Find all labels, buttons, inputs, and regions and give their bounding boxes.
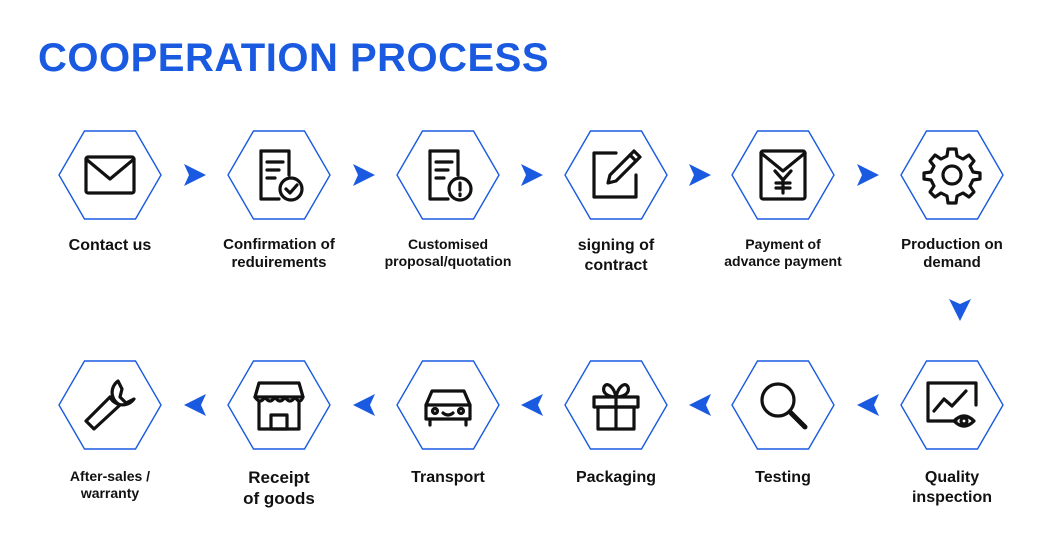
hexagon-frame [227,360,331,450]
arrow-down-icon [945,295,975,325]
step-label: Transport [411,469,485,486]
arrow-left-icon [349,390,379,420]
step-label: After-sales / warranty [69,468,151,502]
step-label: Quality inspection [911,469,992,506]
step-label: Payment of advance payment [724,236,842,270]
arrow-right-icon [517,160,547,190]
magnifier-icon [753,375,813,435]
step-label: Receipt of goods [243,468,315,508]
step-label: Confirmation of reduirements [223,236,335,272]
gift-box-icon [586,375,646,435]
wrench-icon [80,375,140,435]
hexagon-frame [731,130,835,220]
document-alert-icon [418,145,478,205]
arrow-right-icon [853,160,883,190]
hexagon-frame [900,130,1004,220]
hexagon-frame [564,130,668,220]
hexagon-frame [396,360,500,450]
hexagon-frame [731,360,835,450]
page-title: COOPERATION PROCESS [38,36,550,80]
car-icon [418,375,478,435]
monitor-eye-icon [922,375,982,435]
step-label: signing of contract [577,237,655,274]
arrow-left-icon [685,390,715,420]
envelope-icon [80,145,140,205]
storefront-icon [249,375,309,435]
hexagon-frame [396,130,500,220]
arrow-left-icon [517,390,547,420]
gear-icon [922,145,982,205]
step-label: Testing [755,469,811,486]
step-label: Production on demand [901,236,1003,272]
step-label: Packaging [575,469,657,486]
hexagon-frame [58,130,162,220]
step-label: Customised proposal/quotation [384,236,512,270]
document-check-icon [249,145,309,205]
arrow-right-icon [180,160,210,190]
hexagon-frame [900,360,1004,450]
step-label: Contact us [68,237,152,254]
yen-envelope-icon [753,145,813,205]
arrow-right-icon [685,160,715,190]
hexagon-frame [227,130,331,220]
arrow-left-icon [853,390,883,420]
hexagon-frame [564,360,668,450]
hexagon-frame [58,360,162,450]
arrow-right-icon [349,160,379,190]
arrow-left-icon [180,390,210,420]
sign-pen-icon [586,145,646,205]
